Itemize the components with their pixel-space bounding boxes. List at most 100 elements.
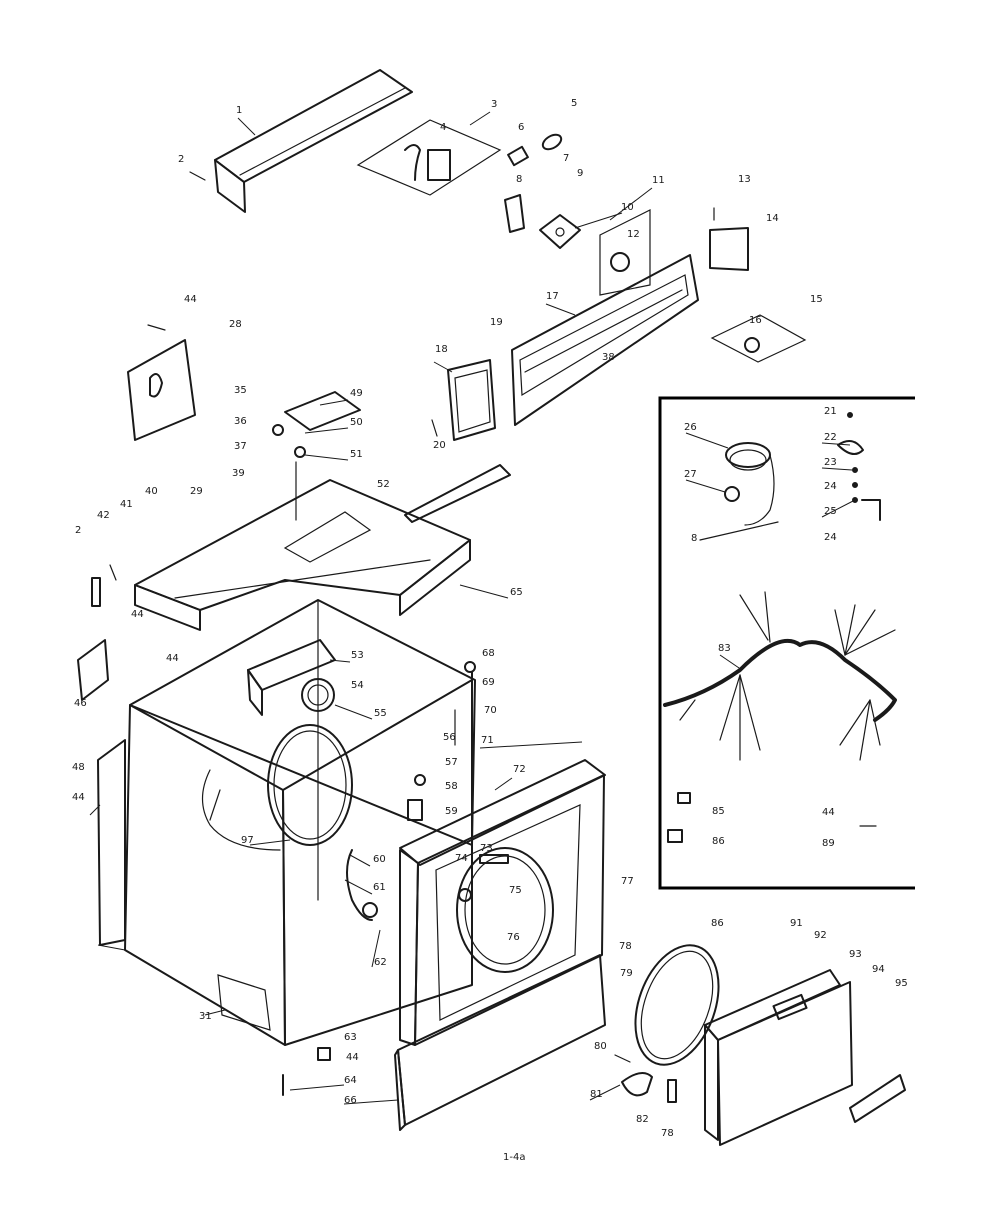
callout-c7: 7 xyxy=(563,153,569,164)
callout-c82b: 82 xyxy=(636,1114,649,1125)
door-assembly-part xyxy=(704,969,906,1146)
leveling-foot-part xyxy=(282,1047,331,1096)
wire-harness-part xyxy=(663,591,897,761)
switch-parts xyxy=(504,133,581,249)
callout-c94: 94 xyxy=(872,964,885,975)
upper-bracket-part xyxy=(247,639,336,716)
callout-c52: 52 xyxy=(377,479,390,490)
callout-c89: 89 xyxy=(822,838,835,849)
screw-part-20 xyxy=(431,419,438,437)
callout-c40: 40 xyxy=(145,486,158,497)
callout-c29: 29 xyxy=(190,486,203,497)
callout-c69: 69 xyxy=(482,677,495,688)
callout-c46: 46 xyxy=(74,698,87,709)
latch-parts xyxy=(407,709,456,821)
callout-c20: 20 xyxy=(433,440,446,451)
callout-c72: 72 xyxy=(513,764,526,775)
callout-c48: 48 xyxy=(72,762,85,773)
bracket-assembly-part xyxy=(356,119,502,196)
filter-frame-part xyxy=(447,359,496,441)
callout-c14: 14 xyxy=(766,213,779,224)
callout-c24b: 24 xyxy=(824,532,837,543)
callout-c17: 17 xyxy=(546,291,559,302)
wiring-inset-panel xyxy=(658,396,915,890)
callout-c10: 10 xyxy=(621,202,634,213)
callout-c86b: 86 xyxy=(712,836,725,847)
callout-c8b: 8 xyxy=(691,533,697,544)
callout-c44c: 44 xyxy=(166,653,179,664)
callout-c44b: 44 xyxy=(131,609,144,620)
callout-c78b: 78 xyxy=(661,1128,674,1139)
hinge-part xyxy=(91,564,117,607)
cabinet-part xyxy=(124,599,476,1046)
callout-c93: 93 xyxy=(849,949,862,960)
screw-part xyxy=(189,171,206,181)
callout-c55: 55 xyxy=(374,708,387,719)
side-bracket-part xyxy=(127,324,196,441)
callout-c12: 12 xyxy=(627,229,640,240)
callout-c86: 86 xyxy=(711,918,724,929)
callout-c37: 37 xyxy=(234,441,247,452)
side-panel-part xyxy=(97,739,126,946)
callout-c79: 79 xyxy=(620,968,633,979)
callout-c63: 63 xyxy=(344,1032,357,1043)
strap-part xyxy=(464,661,476,841)
callout-c70: 70 xyxy=(484,705,497,716)
clip-part-86 xyxy=(667,829,683,843)
control-panel-part xyxy=(511,254,699,426)
toe-kick-panel-part xyxy=(394,954,606,1131)
callout-c21: 21 xyxy=(824,406,837,417)
callout-c50: 50 xyxy=(350,417,363,428)
callout-c38: 38 xyxy=(602,352,615,363)
callout-c58: 58 xyxy=(445,781,458,792)
callout-c91: 91 xyxy=(790,918,803,929)
callout-c44a: 44 xyxy=(184,294,197,305)
callout-c15: 15 xyxy=(810,294,823,305)
callout-c53: 53 xyxy=(351,650,364,661)
callout-c54: 54 xyxy=(351,680,364,691)
callout-c9: 9 xyxy=(577,168,583,179)
callout-c4: 4 xyxy=(440,122,446,133)
callout-c75: 75 xyxy=(509,885,522,896)
callout-c25: 25 xyxy=(824,506,837,517)
callout-c6: 6 xyxy=(518,122,524,133)
callout-c31: 31 xyxy=(199,1011,212,1022)
callout-c2: 2 xyxy=(178,154,184,165)
wire-coil-part xyxy=(725,442,775,526)
callout-c23: 23 xyxy=(824,457,837,468)
switch-group-part xyxy=(710,314,807,363)
callout-c8: 8 xyxy=(516,174,522,185)
callout-c26: 26 xyxy=(684,422,697,433)
callout-c22: 22 xyxy=(824,432,837,443)
callout-c65: 65 xyxy=(510,587,523,598)
callout-c44e: 44 xyxy=(346,1052,359,1063)
callout-c60: 60 xyxy=(373,854,386,865)
callout-c44d: 44 xyxy=(72,792,85,803)
callout-c24a: 24 xyxy=(824,481,837,492)
callout-c51: 51 xyxy=(350,449,363,460)
callout-c68: 68 xyxy=(482,648,495,659)
callout-c27: 27 xyxy=(684,469,697,480)
callout-c1: 1 xyxy=(236,105,242,116)
door-hinge-part xyxy=(614,1054,677,1103)
callout-c83: 83 xyxy=(718,643,731,654)
front-panel-part xyxy=(399,759,606,1046)
callout-c57: 57 xyxy=(445,757,458,768)
callout-c18: 18 xyxy=(435,344,448,355)
callout-c56: 56 xyxy=(443,732,456,743)
callout-c19: 19 xyxy=(490,317,503,328)
callout-c95: 95 xyxy=(895,978,908,989)
callout-c78: 78 xyxy=(619,941,632,952)
callout-c62a: 62 xyxy=(374,957,387,968)
drum-seal-ring-part xyxy=(267,724,353,846)
callout-c81: 81 xyxy=(590,1089,603,1100)
callout-c59: 59 xyxy=(445,806,458,817)
hose-part xyxy=(346,849,378,921)
callout-c13: 13 xyxy=(738,174,751,185)
callout-c11: 11 xyxy=(652,175,665,186)
callout-c28: 28 xyxy=(229,319,242,330)
callout-c92: 92 xyxy=(814,930,827,941)
callout-c16: 16 xyxy=(749,315,762,326)
